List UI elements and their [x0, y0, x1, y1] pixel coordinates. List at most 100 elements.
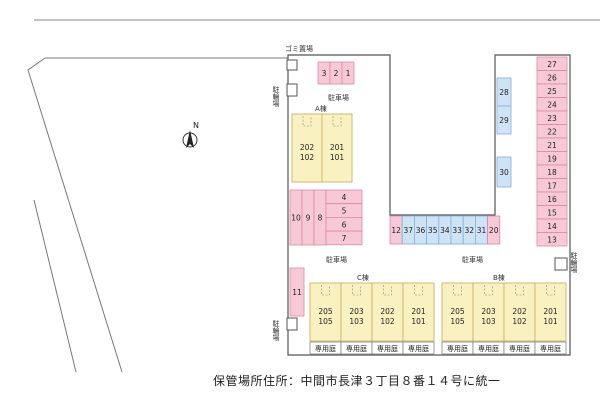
stair-mark — [414, 285, 423, 296]
parking-space-23: 23 — [536, 110, 568, 125]
parking-space-21: 21 — [536, 137, 568, 152]
parking-space-number: 5 — [342, 207, 347, 216]
parking-space-number: 22 — [547, 127, 557, 136]
parking-space-number: 17 — [547, 181, 557, 190]
parking-space-32: 32 — [462, 215, 476, 245]
building-b-label: B棟 — [493, 273, 505, 282]
garden-rect — [402, 341, 435, 355]
parking-space-rect — [496, 105, 512, 135]
unit-upper-number: 205 — [450, 307, 465, 316]
parking-space-number: 12 — [391, 226, 401, 235]
parking-space-6: 6 — [325, 216, 363, 232]
parking-space-number: 27 — [547, 60, 557, 69]
parking-space-rect — [496, 156, 512, 188]
garden-label: 専用庭 — [408, 344, 429, 353]
parking-space-number: 14 — [547, 222, 557, 231]
footer-address: 保管場所住所：中間市長津３丁目８番１４号に統一 — [213, 374, 501, 388]
parking-space-number: 7 — [342, 234, 347, 243]
building-a-label: A棟 — [315, 104, 327, 113]
parking-space-number: 3 — [322, 69, 327, 78]
parking-space-number: 19 — [547, 154, 557, 163]
parking-space-24: 24 — [536, 97, 568, 112]
stair-mark — [453, 285, 462, 296]
parking-space-rect — [325, 230, 363, 246]
unit-lower-number: 102 — [512, 317, 527, 326]
parking-space-1: 1 — [341, 61, 355, 85]
unit-upper-number: 203 — [349, 307, 364, 316]
parking-space-number: 21 — [547, 141, 557, 150]
buildings: 2021022011012051052031032021022011012051… — [291, 113, 567, 355]
unit-rect — [472, 282, 505, 342]
c-garden-1: 専用庭 — [309, 341, 342, 355]
bike-box-right — [554, 257, 568, 271]
parking-space-37: 37 — [401, 215, 415, 245]
parking-space-rect — [487, 215, 501, 245]
parking-space-number: 29 — [499, 116, 509, 125]
parking-space-number: 1 — [346, 69, 351, 78]
parking-space-17: 17 — [536, 178, 568, 193]
parking-space-12: 12 — [389, 215, 403, 245]
garden-label: 専用庭 — [478, 344, 499, 353]
garden-label: 専用庭 — [377, 344, 398, 353]
bike-label-left-bottom: 駐輪場 — [272, 319, 280, 342]
parking-space-4: 4 — [325, 189, 363, 205]
stair-mark — [332, 116, 342, 127]
stair-mark — [515, 285, 524, 296]
parking-space-16: 16 — [536, 191, 568, 206]
parking-space-36: 36 — [413, 215, 427, 245]
unit-lower-number: 101 — [543, 317, 558, 326]
unit-upper-number: 203 — [481, 307, 496, 316]
unit-rect — [340, 282, 373, 342]
unit-rect — [402, 282, 435, 342]
parking-space-number: 32 — [465, 226, 475, 235]
garden-label: 専用庭 — [315, 344, 336, 353]
parking-space-29: 29 — [496, 105, 512, 135]
parking-space-35: 35 — [426, 215, 440, 245]
road-edge-left — [27, 57, 123, 373]
garden-rect — [534, 341, 567, 355]
unit-upper-number: 201 — [411, 307, 426, 316]
parking-space-number: 8 — [318, 214, 323, 223]
parking-space-number: 36 — [416, 226, 426, 235]
parking-space-number: 28 — [499, 88, 509, 97]
north-label: N — [193, 121, 199, 130]
parking-space-33: 33 — [450, 215, 464, 245]
bike-label-left-top: 駐輪場 — [272, 85, 280, 108]
stair-mark — [484, 285, 493, 296]
parking-space-number: 25 — [547, 87, 557, 96]
garden-label: 専用庭 — [509, 344, 530, 353]
parking-space-number: 10 — [291, 214, 301, 223]
unit-rect — [441, 282, 474, 342]
parking-space-28: 28 — [496, 77, 512, 107]
north-compass-icon: N — [182, 121, 199, 148]
bike-label-right: 駐輪場 — [570, 251, 578, 274]
parking-space-26: 26 — [536, 70, 568, 85]
parking-space-number: 35 — [428, 226, 438, 235]
unit-lower-number: 102 — [380, 317, 395, 326]
b-garden-1: 専用庭 — [441, 341, 474, 355]
parking-space-34: 34 — [438, 215, 452, 245]
parking-space-number: 4 — [342, 193, 347, 202]
parking-space-number: 26 — [547, 73, 557, 82]
unit-lower-number: 101 — [411, 317, 426, 326]
parking-space-2: 2 — [329, 61, 343, 85]
unit-lower-number: 102 — [300, 153, 315, 162]
parking-space-number: 18 — [547, 168, 557, 177]
unit-rect — [503, 282, 536, 342]
stair-mark — [321, 285, 330, 296]
parking-space-number: 20 — [489, 226, 499, 235]
unit-upper-number: 205 — [318, 307, 333, 316]
stair-mark — [546, 285, 555, 296]
parking-label-center-left: 駐車場 — [326, 255, 347, 264]
parking-space-number: 2 — [334, 69, 339, 78]
unit-upper-number: 202 — [300, 143, 315, 152]
parking-space-7: 7 — [325, 230, 363, 246]
unit-lower-number: 105 — [450, 317, 465, 326]
